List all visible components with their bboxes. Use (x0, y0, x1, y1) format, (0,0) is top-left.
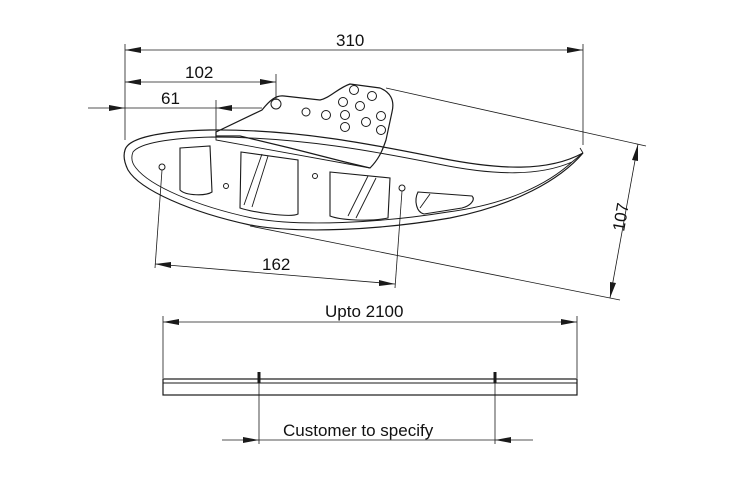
dimension-107-label: 107 (609, 201, 633, 232)
blade-inner-contour (131, 136, 573, 224)
bracket-hole (367, 91, 377, 101)
cutout-2-slant (243, 153, 269, 208)
cutout-2 (239, 151, 299, 216)
blade-length-label: Upto 2100 (325, 302, 403, 321)
bracket-hole (376, 125, 386, 135)
bracket-flange (215, 132, 371, 169)
blade-outer-contour (123, 129, 584, 231)
small-hole (223, 183, 229, 189)
dimension-support-spacing (222, 383, 533, 444)
dimension-310-label: 310 (336, 31, 364, 50)
blade-tip (571, 147, 584, 163)
cutout-3 (329, 171, 391, 221)
bracket-hole (301, 107, 311, 117)
dimension-107 (249, 87, 647, 301)
bracket-outline (215, 83, 394, 169)
cutout-1 (179, 145, 213, 196)
bracket-hole (270, 98, 282, 110)
dimension-61 (88, 100, 262, 132)
blade-cutouts (179, 145, 474, 221)
bracket-hole (340, 122, 350, 132)
reference-hole-right (398, 184, 406, 192)
dimension-162-label: 162 (262, 255, 290, 274)
bracket-hole (321, 110, 331, 120)
bracket-hole (361, 117, 371, 127)
small-hole (312, 173, 318, 179)
bracket-hole (349, 85, 359, 95)
cutout-4 (415, 191, 474, 215)
bracket-hole (355, 101, 365, 111)
support-spacing-label: Customer to specify (283, 421, 434, 440)
blade-profile (123, 129, 584, 231)
cutout-4-slant (419, 193, 431, 209)
dimension-102-label: 102 (185, 63, 213, 82)
dimension-102 (125, 74, 277, 100)
cutout-3-slant (347, 175, 377, 219)
blade-bar (162, 378, 578, 396)
bracket-hole (376, 111, 386, 121)
reference-hole-left (158, 163, 166, 171)
bracket-hole (338, 97, 348, 107)
dimension-310 (124, 44, 584, 145)
mounting-bracket (215, 83, 394, 169)
dimension-61-label: 61 (161, 89, 180, 108)
dimension-162 (154, 169, 403, 289)
bracket-hole (340, 110, 350, 120)
blade-length-view (162, 316, 578, 396)
